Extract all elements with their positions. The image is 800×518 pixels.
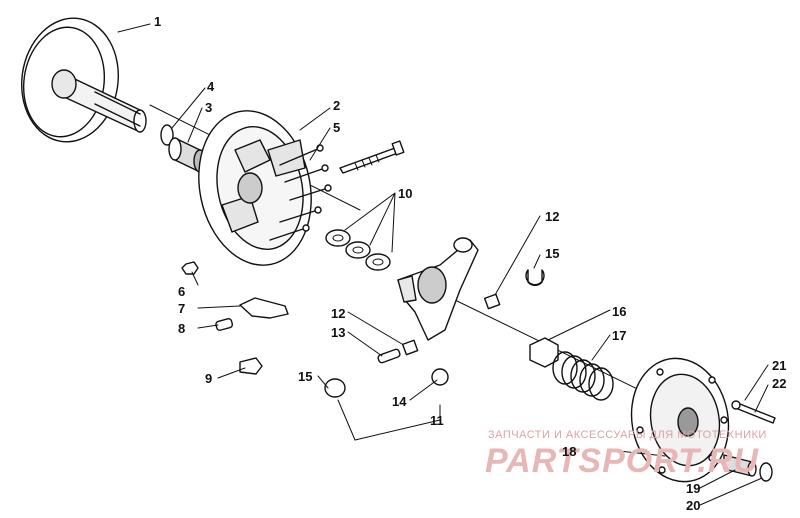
part-21-22-bolt: [731, 400, 776, 424]
part-12-nut-upper: [483, 293, 501, 310]
callout-21: 21: [772, 358, 786, 373]
callout-3: 3: [205, 100, 212, 115]
part-8-roller: [215, 318, 234, 331]
callout-11: 11: [430, 413, 444, 428]
part-14-roller: [431, 368, 449, 386]
part-16-hex-nut: [529, 337, 559, 368]
part-5-bolt: [339, 140, 405, 174]
part-7-weight-arm: [239, 297, 289, 319]
part-19-20-bushing: [723, 454, 773, 482]
callout-16: 16: [612, 304, 626, 319]
callout-19: 19: [686, 481, 700, 496]
callout-8: 8: [178, 321, 185, 336]
callout-22: 22: [772, 376, 786, 391]
callout-12-upper: 12: [545, 209, 559, 224]
part-1-sheave: [20, 17, 147, 143]
callout-2: 2: [333, 98, 340, 113]
watermark-top-text: ЗАПЧАСТИ И АКСЕССУАРЫ ДЛЯ МОТОТЕХНИКИ: [488, 429, 767, 441]
watermark-brand: PARTSPORT.RU: [485, 442, 759, 480]
part-13-pin: [377, 348, 401, 364]
part-10-washers: [325, 229, 391, 271]
callout-20: 20: [686, 498, 700, 513]
part-6-nut: [181, 261, 199, 275]
callout-12-lower: 12: [331, 306, 345, 321]
callout-13: 13: [331, 325, 345, 340]
callout-14: 14: [392, 394, 407, 409]
callout-4: 4: [207, 79, 215, 94]
callout-9: 9: [205, 371, 212, 386]
part-9-clip: [239, 357, 263, 375]
part-2-movable-sheave: [198, 110, 332, 266]
callout-1: 1: [154, 14, 161, 29]
part-15-button-lower: [324, 378, 346, 398]
callout-15-lower: 15: [298, 369, 312, 384]
part-12-nut-lower: [401, 339, 419, 356]
part-15-button-upper: [525, 269, 545, 286]
callout-18: 18: [562, 444, 576, 459]
callout-5: 5: [333, 120, 340, 135]
callout-6: 6: [178, 284, 185, 299]
callout-17: 17: [612, 328, 626, 343]
callout-10: 10: [398, 186, 412, 201]
part-17-spring: [552, 351, 614, 401]
part-18-cover: [630, 357, 730, 483]
leader-lines: [117, 23, 769, 506]
callout-15-upper: 15: [545, 246, 559, 261]
part-11-spider-arm: [397, 237, 479, 341]
callout-7: 7: [178, 301, 185, 316]
